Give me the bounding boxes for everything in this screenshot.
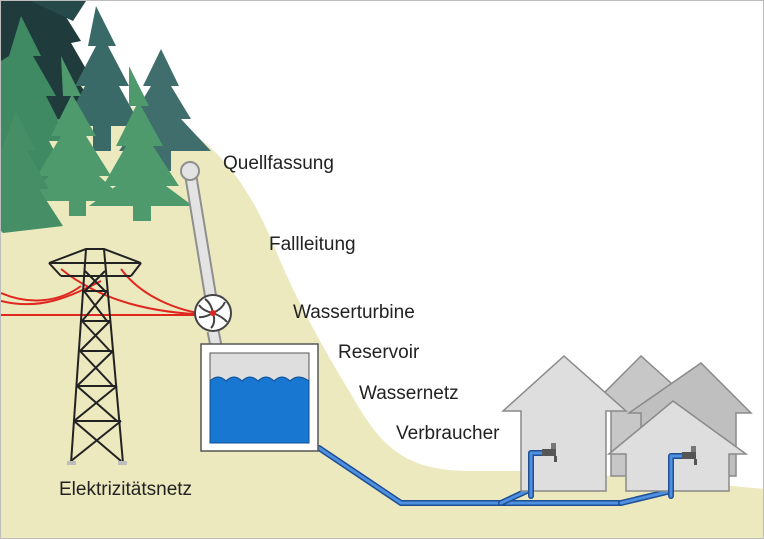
label-wassernetz: Wassernetz	[359, 383, 459, 404]
spring-intake	[180, 161, 200, 181]
electricity-pylon	[48, 248, 142, 465]
tree	[1, 111, 63, 233]
tree	[23, 56, 126, 216]
reservoir-tank	[200, 343, 319, 452]
label-reservoir: Reservoir	[338, 342, 420, 363]
penstock-pipe-inner	[185, 166, 218, 316]
tree-dark	[31, 1, 86, 21]
faucet-icon	[542, 443, 557, 462]
label-verbraucher: Verbraucher	[396, 423, 500, 444]
water-turbine	[194, 294, 232, 332]
label-wasserturbine: Wasserturbine	[293, 302, 415, 323]
label-fallleitung: Fallleitung	[269, 234, 356, 255]
house-right	[606, 400, 749, 492]
reservoir-water	[209, 376, 310, 444]
label-elektrizitaetsnetz: Elektrizitätsnetz	[59, 479, 193, 500]
tree	[89, 66, 193, 221]
label-quellfassung: Quellfassung	[223, 153, 334, 174]
forest	[1, 1, 211, 233]
faucet-icon	[682, 446, 697, 465]
house-left	[501, 354, 628, 492]
